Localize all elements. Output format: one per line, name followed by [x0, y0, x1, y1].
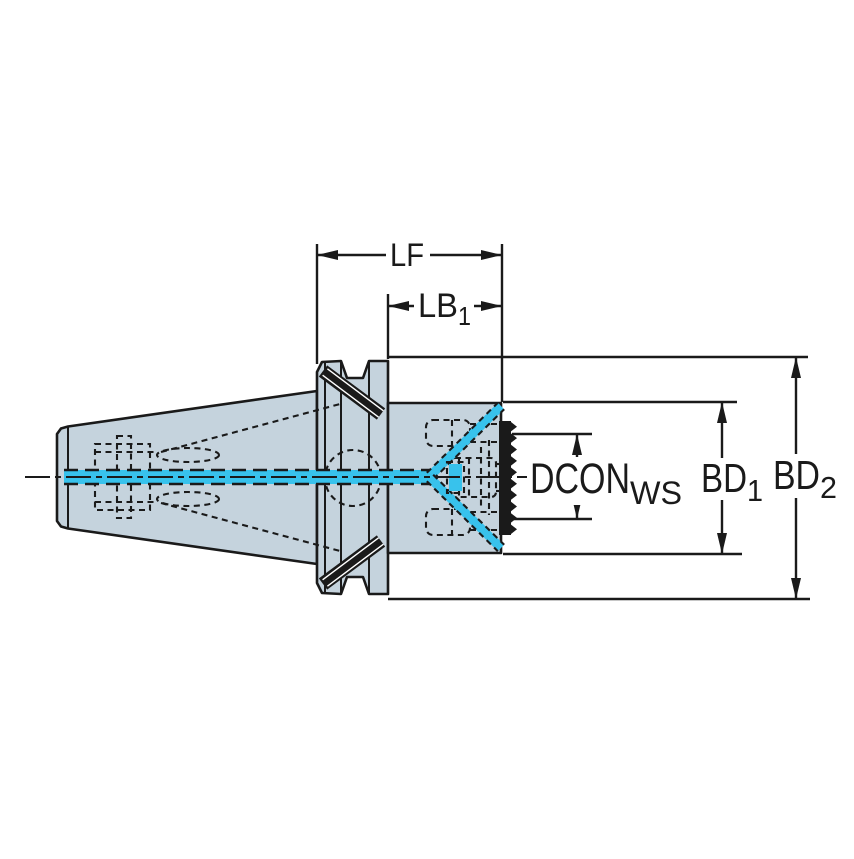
coupling-face-serration — [511, 422, 517, 534]
label-dcon: DCONWS — [530, 455, 682, 511]
drive-slots — [318, 365, 386, 590]
drive-slot-bottom-hatch-1 — [322, 537, 380, 581]
drive-slot-top — [318, 365, 386, 420]
label-bd2: BD2 — [773, 452, 837, 505]
label-lf: LF — [390, 237, 424, 273]
coupling-face — [499, 421, 517, 535]
bore-cone-bottom — [155, 490, 221, 508]
drive-slot-bottom-hatch-2 — [326, 543, 384, 587]
label-lb1: LB1 — [418, 287, 471, 331]
label-bd1: BD1 — [701, 455, 763, 508]
coolant-branch-lower — [426, 474, 505, 552]
drive-slot-bottom — [318, 535, 386, 590]
drive-slot-top-hatch-2 — [326, 368, 384, 412]
dim-dcon: DCONWS — [512, 432, 687, 521]
coolant-branch-upper — [426, 402, 505, 480]
dim-bd2: BD2 — [388, 355, 844, 601]
dim-lb1-label-bg — [414, 290, 474, 323]
coolant-center-outlet-border — [445, 460, 466, 495]
bore-cone-top — [155, 446, 221, 464]
dim-bd1: BD1 — [503, 400, 766, 556]
dim-dcon-label-bg — [527, 457, 687, 505]
dim-bd1-label-bg — [698, 458, 766, 500]
dim-bd2-label-bg — [770, 454, 844, 498]
dim-lf: LF — [315, 237, 504, 402]
dim-lb1: LB1 — [386, 287, 502, 359]
dim-lf-label-bg — [386, 239, 430, 270]
dimensions: LF LB1 DCONWS BD1 — [315, 237, 844, 601]
coupling-face-strip — [499, 421, 511, 535]
drive-slot-top-hatch-1 — [322, 374, 380, 418]
